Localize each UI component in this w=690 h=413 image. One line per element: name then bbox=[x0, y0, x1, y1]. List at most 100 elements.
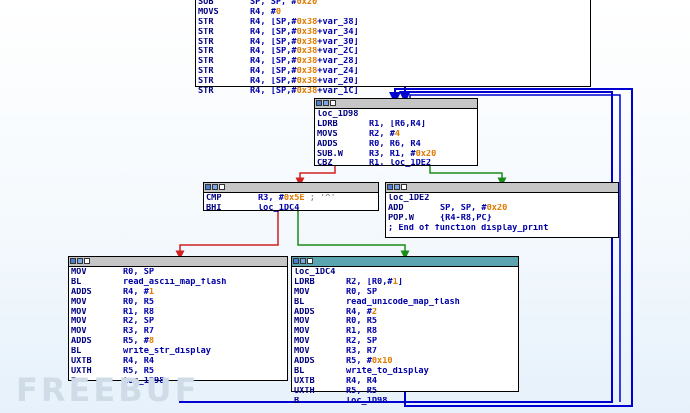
immediate-value: 8 bbox=[148, 337, 155, 347]
graph-icon bbox=[394, 184, 400, 190]
operand: write_to_display bbox=[346, 366, 429, 376]
graph-icon bbox=[387, 184, 393, 190]
operand: R4, [SP,# bbox=[250, 87, 297, 97]
graph-icon bbox=[77, 258, 83, 264]
mnemonic: STR bbox=[198, 27, 214, 37]
mnemonic: ADD bbox=[388, 203, 404, 213]
mnemonic: MOV bbox=[71, 317, 87, 327]
block-label: loc_1DC4 bbox=[294, 268, 336, 277]
graph-icon bbox=[212, 184, 218, 190]
mnemonic: MOV bbox=[294, 347, 310, 357]
graph-icon bbox=[330, 100, 336, 106]
operand: R4, [SP,# bbox=[250, 57, 297, 67]
block-label: loc_1DE2 bbox=[388, 194, 430, 203]
mnemonic: UXTH bbox=[71, 366, 92, 376]
immediate-value: 0x38 bbox=[296, 87, 318, 97]
instruction-line: ADDS R5, #8 bbox=[71, 337, 285, 347]
operand: R4, [SP,# bbox=[250, 27, 297, 37]
operand: R3, R7 bbox=[123, 327, 155, 337]
freebuf-watermark: FREEBUF bbox=[16, 371, 200, 409]
immediate-value: 0x20 bbox=[486, 203, 508, 213]
mnemonic: ADDS bbox=[71, 337, 92, 347]
operand: +var_2C] bbox=[317, 47, 359, 57]
graph-icon bbox=[84, 258, 90, 264]
edge-unicode-back-to-loop bbox=[389, 88, 633, 407]
operand: R3, R7 bbox=[346, 347, 378, 357]
instruction-line: ADDS R4, #2 bbox=[294, 308, 516, 318]
operand: loc_1D98 bbox=[123, 376, 165, 386]
operand: R4, [SP,# bbox=[250, 37, 297, 47]
immediate-value: 0x5E bbox=[283, 194, 305, 203]
immediate-value: 1 bbox=[148, 287, 155, 297]
mnemonic: MOV bbox=[71, 327, 87, 337]
immediate-value: 0x38 bbox=[296, 57, 318, 67]
immediate-value: 2 bbox=[371, 307, 378, 317]
operand: +var_38] bbox=[317, 17, 359, 27]
mnemonic: UXTH bbox=[294, 386, 315, 396]
mnemonic: UXTB bbox=[294, 376, 315, 386]
operand: R5, # bbox=[123, 337, 149, 347]
operand: +var_20] bbox=[317, 77, 359, 87]
mnemonic: ADDS bbox=[294, 307, 315, 317]
operand: R5, R5 bbox=[346, 386, 378, 396]
graph-icon bbox=[70, 258, 76, 264]
node-header bbox=[204, 183, 378, 193]
mnemonic: MOV bbox=[71, 307, 87, 317]
function-end-comment: ; End of function display_print bbox=[388, 223, 549, 233]
mnemonic: BL bbox=[294, 297, 305, 307]
edge-loop-to-cmp bbox=[295, 166, 336, 187]
mnemonic: MOV bbox=[71, 297, 87, 307]
operand: R4, # bbox=[346, 307, 372, 317]
operand: R0, SP bbox=[123, 268, 155, 277]
operand: R2, SP bbox=[346, 337, 378, 347]
mnemonic: STR bbox=[198, 17, 214, 27]
mnemonic: STR bbox=[198, 57, 214, 67]
immediate-value: 0x10 bbox=[371, 357, 393, 367]
node-header bbox=[386, 183, 618, 193]
graph-icon bbox=[401, 184, 407, 190]
instruction-line: MOV R3, R7 bbox=[294, 347, 516, 357]
operand: write_str_display bbox=[123, 347, 211, 357]
immediate-value: 1 bbox=[392, 277, 398, 287]
operand: R1, [R6,R4] bbox=[369, 119, 426, 129]
mnemonic: STR bbox=[198, 67, 214, 77]
mnemonic: STR bbox=[198, 37, 214, 47]
mnemonic: MOVS bbox=[198, 7, 219, 17]
edge-ascii-back-to-loop bbox=[179, 91, 613, 403]
operand: R4, [SP,# bbox=[250, 77, 297, 87]
operand: +var_1C] bbox=[317, 87, 359, 97]
instruction-line: MOV R3, R7 bbox=[71, 327, 285, 337]
mnemonic: MOV bbox=[294, 317, 310, 327]
immediate-value: 0x20 bbox=[415, 149, 437, 159]
operand: R4, R4 bbox=[123, 357, 155, 367]
